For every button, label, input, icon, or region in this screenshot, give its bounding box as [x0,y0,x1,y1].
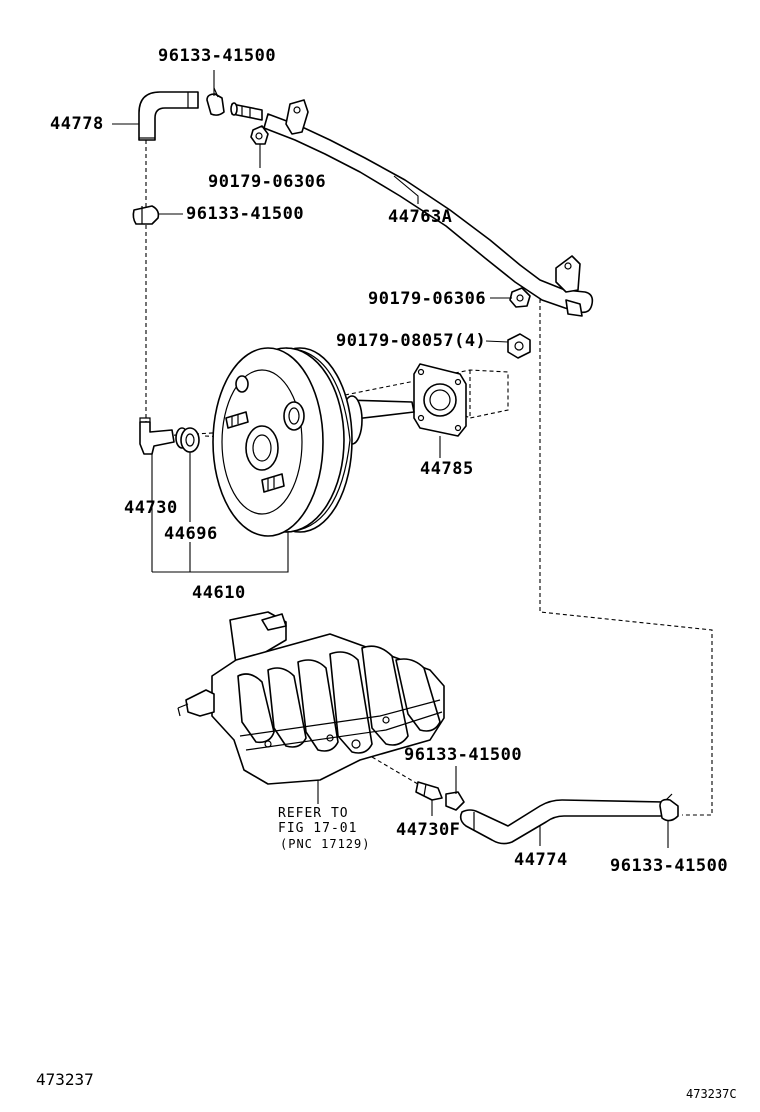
intake-manifold-drawing [177,611,445,785]
leader-booster-44610 [152,532,289,573]
clamp-mid-drawing [132,205,160,225]
pipe-44763a-drawing [263,99,594,317]
clamp-low-drawing [445,791,465,811]
label-hose-44774: 44774 [514,850,568,870]
refer-note-line1: REFER TO [278,806,349,821]
clip-90179-top-drawing [250,125,269,145]
clamp-bottom-drawing [659,793,679,822]
label-grommet-44696: 44696 [164,524,218,544]
hose-44774-drawing [459,799,665,845]
label-clamp-low: 96133-41500 [404,745,523,765]
footer-left-code: 473237 [36,1070,94,1089]
label-clamp-top: 96133-41500 [158,46,277,66]
label-gasket-44785: 44785 [420,459,474,479]
label-pipe-44763a: 44763A [388,207,453,227]
hose-44778-drawing [138,91,199,141]
label-hose-44778: 44778 [50,114,104,134]
clamp-top-drawing [206,87,225,116]
footer-right-code: 473237C [686,1087,737,1101]
valve-44730-drawing [139,417,175,455]
label-clamp-mid: 96133-41500 [186,204,305,224]
label-clip-90179-mid: 90179-06306 [368,289,487,309]
label-clamp-bottom: 96133-41500 [610,856,729,876]
dashed-route-right [539,299,713,816]
dashed-union-line [371,756,429,791]
label-clip-90179-top: 90179-06306 [208,172,327,192]
grommet-44696-drawing [175,427,200,453]
leader-pipe-44763a [393,175,419,204]
label-union-44730f: 44730F [396,820,461,840]
union-44730f-drawing [415,781,443,801]
clip-90179-mid-drawing [509,287,531,308]
label-nut-90179: 90179-08057(4) [336,331,487,351]
refer-note-line3: (PNC 17129) [280,837,371,851]
connector-top-drawing [230,102,263,121]
gasket-44785-drawing [413,363,467,437]
label-valve-44730: 44730 [124,498,178,518]
label-booster-44610: 44610 [192,583,246,603]
leader-nut-90179 [485,340,509,343]
refer-note-line2: FIG 17-01 [278,821,358,836]
brake-booster-44610-drawing [212,347,415,537]
nut-90179-08057-drawing [507,333,531,359]
